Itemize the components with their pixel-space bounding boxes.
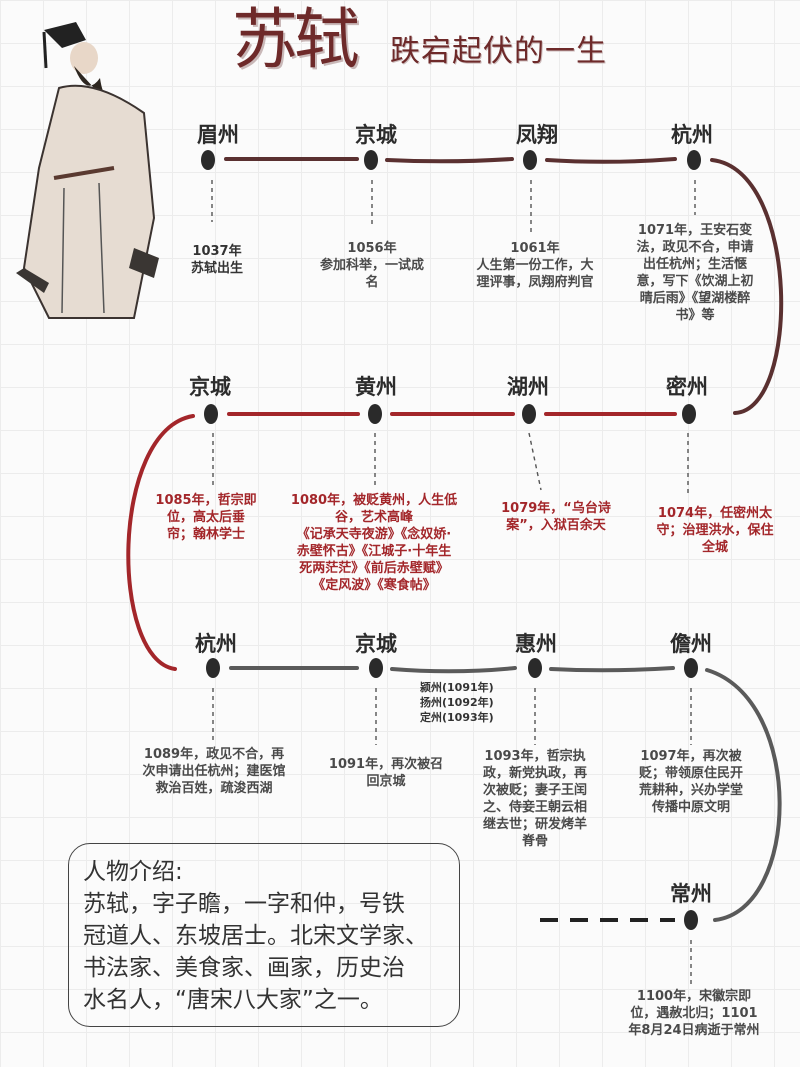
event-note: 1091年，再次被召回京城 xyxy=(328,757,444,789)
city-label: 杭州 xyxy=(195,632,237,656)
city-label: 眉州 xyxy=(197,123,239,147)
event-note: 1037年苏轼出生 xyxy=(190,244,243,276)
event-note: 1085年，哲宗即位，高太后垂帘；翰林学士 xyxy=(155,493,257,542)
city-label: 凤翔 xyxy=(516,123,558,147)
city-label: 杭州 xyxy=(671,123,713,147)
event-note: 1074年，任密州太守；治理洪水，保住全城 xyxy=(656,506,774,555)
event-note: 1056年参加科举，一试成名 xyxy=(319,241,424,290)
event-note: 1080年，被贬黄州，人生低谷，艺术高峰《记承天寺夜游》《念奴娇· 赤壁怀古》《… xyxy=(290,493,458,593)
event-note: 1093年，哲宗执政，新党执政，再次被贬；妻子王闰 之、侍妾王朝云相继去世；研发… xyxy=(482,749,587,849)
event-note: 1061年人生第一份工作，大理评事，凤翔府判官 xyxy=(476,241,594,290)
page-subtitle: 跌宕起伏的一生 xyxy=(390,34,607,69)
intro-heading: 人物介绍: xyxy=(83,859,183,885)
city-label: 密州 xyxy=(666,375,708,399)
side-note: 颍州(1091年)扬州(1092年)定州(1093年) xyxy=(420,681,494,724)
intro-line: 苏轼，字子瞻，一字和仲，号铁 xyxy=(83,891,405,917)
intro-line: 冠道人、东坡居士。北宋文学家、 xyxy=(83,923,428,949)
city-label: 湖州 xyxy=(507,375,549,399)
city-label: 京城 xyxy=(189,375,231,399)
city-label: 儋州 xyxy=(670,632,712,656)
city-label: 京城 xyxy=(355,632,397,656)
intro-box: 人物介绍: 苏轼，字子瞻，一字和仲，号铁 冠道人、东坡居士。北宋文学家、 书法家… xyxy=(68,843,460,1027)
event-note: 1071年，王安石变法，政见不合，申请出任杭州；生活惬 意，写下《饮湖上初晴后雨… xyxy=(636,223,754,323)
city-label: 惠州 xyxy=(515,632,557,656)
event-note: 1097年，再次被贬；带领原住民开荒耕种，兴办学堂传播中原文明 xyxy=(638,749,743,815)
intro-line: 水名人，“唐宋八大家”之一。 xyxy=(83,987,383,1013)
event-note: 1089年，政见不合，再次申请出任杭州；建医馆救治百姓，疏浚西湖 xyxy=(142,747,286,796)
page-title: 苏轼 xyxy=(232,1,360,78)
city-label: 常州 xyxy=(670,882,712,906)
su-shi-portrait-icon xyxy=(16,22,159,319)
city-label: 京城 xyxy=(355,123,397,147)
intro-line: 书法家、美食家、画家，历史治 xyxy=(83,955,405,981)
event-note: 1079年，“乌台诗案”，入狱百余天 xyxy=(501,501,611,533)
city-label: 黄州 xyxy=(355,375,397,399)
